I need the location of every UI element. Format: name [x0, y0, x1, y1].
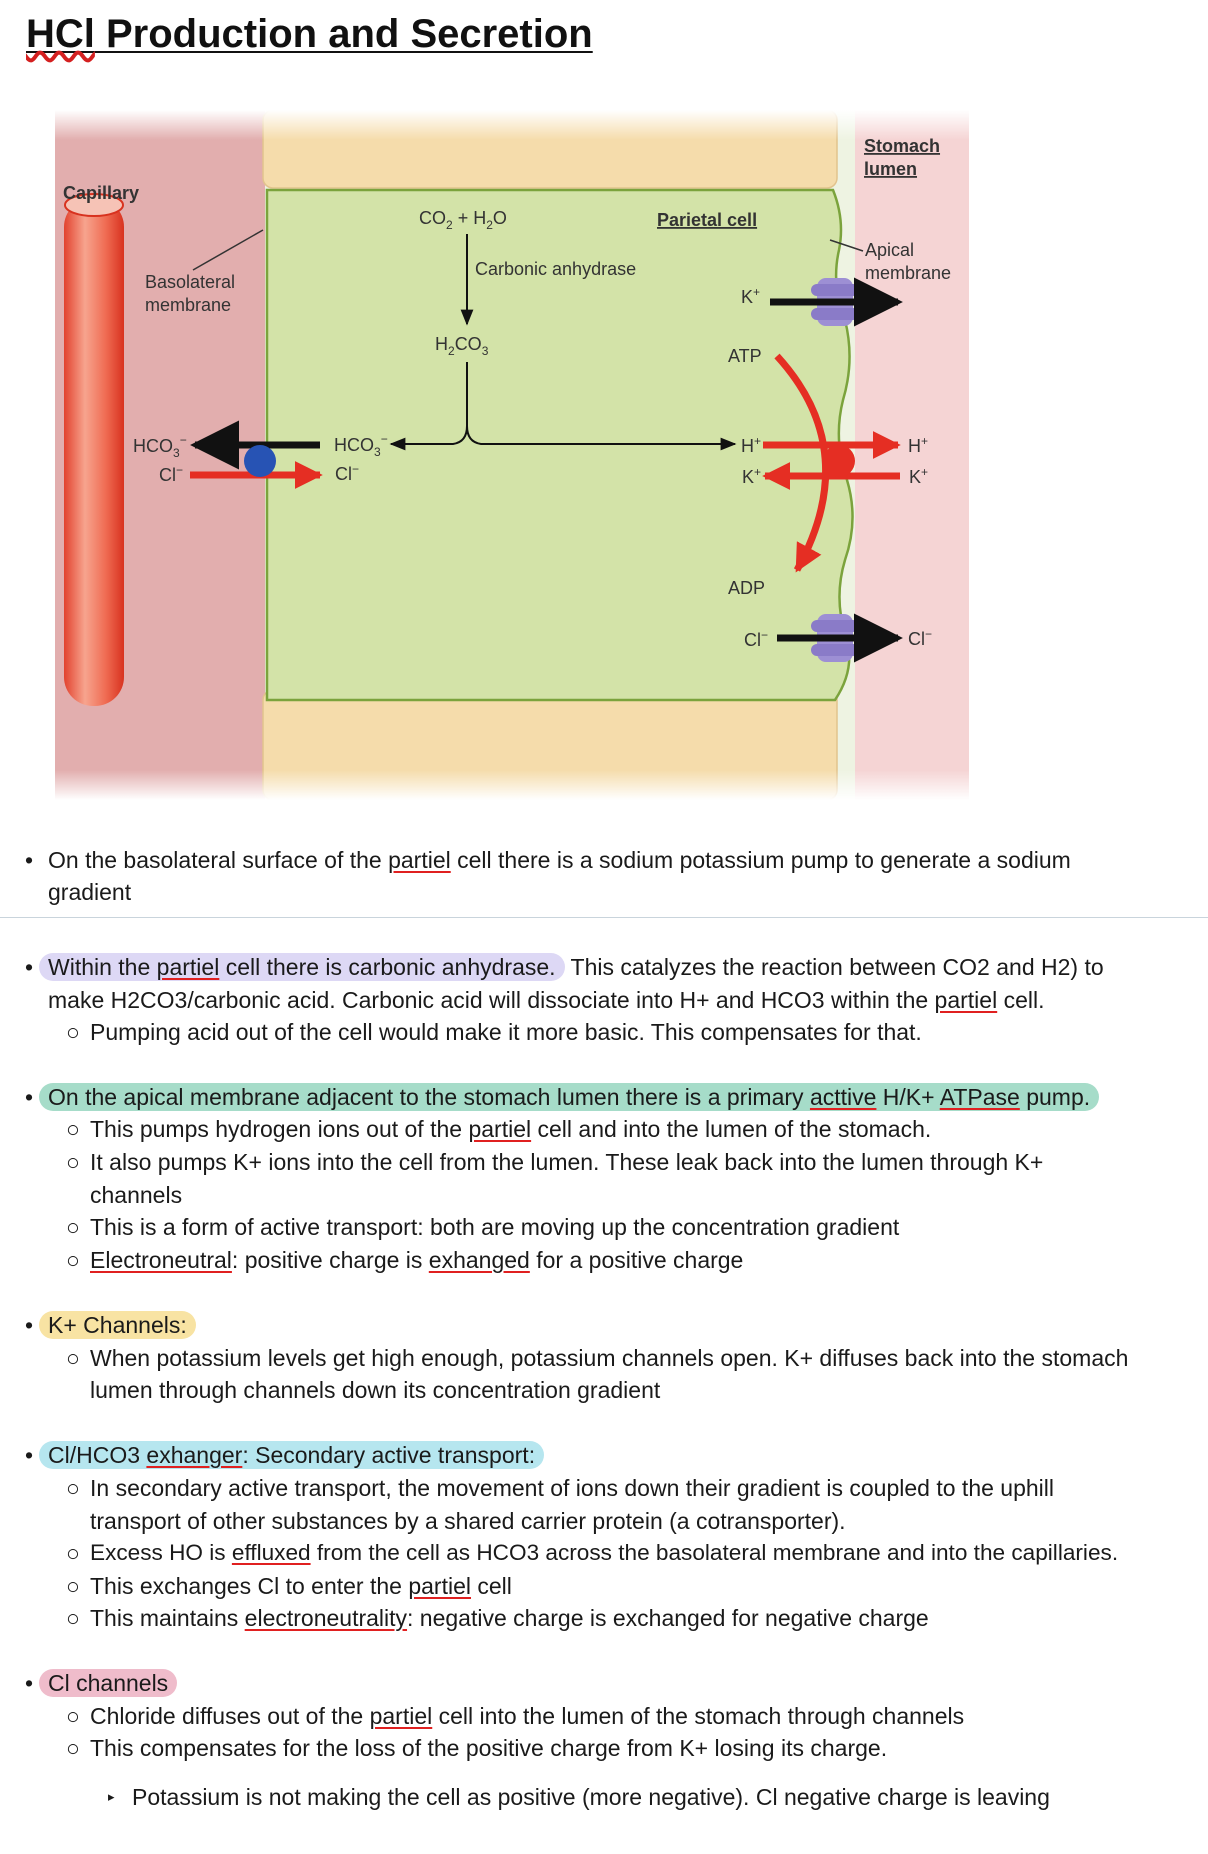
note-pumps-potassium-cont: channels	[90, 1182, 183, 1208]
capillary-label: Capillary	[63, 183, 139, 203]
h-k-atpase-pump	[823, 445, 855, 477]
note-carbonic-anhydrase: Within the partiel cell there is carboni…	[39, 953, 1104, 981]
note-cl-channels: Cl channels	[39, 1669, 178, 1697]
title-rest: Production and Secretion	[94, 12, 593, 56]
sub-bullet: ○	[66, 1605, 80, 1631]
note-electroneutrality: This maintains electroneutrality: negati…	[90, 1605, 929, 1631]
note-k-channels: K+ Channels:	[39, 1311, 196, 1339]
note-basolateral-pump-cont: gradient	[48, 879, 132, 905]
note-pumps-potassium: It also pumps K+ ions into the cell from…	[90, 1149, 1044, 1175]
stomach-lumen-label-2: lumen	[864, 159, 917, 179]
note-pumping-acid: Pumping acid out of the cell would make …	[90, 1019, 922, 1045]
basolateral-label-1: Basolateral	[145, 272, 235, 292]
carbonic-anhydrase-label: Carbonic anhydrase	[475, 259, 636, 279]
sub-bullet: ○	[66, 1703, 80, 1729]
bullet-dot: •	[25, 1084, 34, 1110]
page-title: HCl Production and Secretion	[26, 12, 593, 57]
note-basolateral-pump: On the basolateral surface of the partie…	[48, 847, 1071, 873]
adp-label: ADP	[728, 578, 765, 598]
sub-bullet: ○	[66, 1214, 80, 1240]
highlight-carbonic-anhydrase: Within the partiel cell there is carboni…	[39, 953, 565, 981]
hcl-secretion-diagram: Capillary Basolateral membrane Stomach l…	[55, 110, 969, 800]
basolateral-label-2: membrane	[145, 295, 231, 315]
h-inner-label: H+	[741, 434, 761, 456]
note-secondary-transport-cont: transport of other substances by a share…	[90, 1508, 846, 1534]
bullet-dot: •	[25, 847, 34, 873]
note-chloride-diffuses: Chloride diffuses out of the partiel cel…	[90, 1703, 965, 1729]
highlight-cl-channels: Cl channels	[39, 1669, 178, 1697]
bullet-dot: •	[25, 1442, 34, 1468]
bullet-dot: •	[25, 954, 34, 980]
h-lumen-label: H+	[908, 434, 928, 456]
sub-bullet: ○	[66, 1735, 80, 1761]
sub-bullet: ○	[66, 1116, 80, 1142]
note-exchanges-cl: This exchanges Cl to enter the partiel c…	[90, 1573, 512, 1599]
note-potassium-levels-cont: lumen through channels down its concentr…	[90, 1377, 661, 1403]
sub-bullet: ○	[66, 1247, 80, 1273]
sub-bullet: ○	[66, 1573, 80, 1599]
note-potassium-levels: When potassium levels get high enough, p…	[90, 1345, 1129, 1371]
capillary-tube	[64, 198, 124, 706]
highlight-exchanger: Cl/HCO3 exhanger: Secondary active trans…	[39, 1441, 545, 1469]
cl-lumen-label: Cl−	[908, 627, 932, 649]
note-compensates: This compensates for the loss of the pos…	[90, 1735, 888, 1761]
apical-label-1: Apical	[865, 240, 914, 260]
parietal-cell-label: Parietal cell	[657, 210, 757, 230]
bullet-dot: •	[25, 1312, 34, 1338]
note-active-transport: This is a form of active transport: both…	[90, 1214, 900, 1240]
sub-bullet: ○	[66, 1475, 80, 1501]
sub-bullet: ○	[66, 1019, 80, 1045]
inner-hco3-label: HCO3−	[334, 432, 388, 459]
outer-cl-label: Cl−	[159, 463, 183, 485]
dissociation-line-h	[466, 425, 737, 451]
title-hcl: HCl	[26, 12, 95, 56]
note-excess-ho: Excess HO is effluxed from the cell as H…	[90, 1540, 1119, 1565]
stomach-lumen-label-1: Stomach	[864, 136, 940, 156]
k-channel-inner-label: K+	[741, 285, 760, 307]
note-apical-pump: On the apical membrane adjacent to the s…	[39, 1083, 1100, 1111]
note-potassium-positive: Potassium is not making the cell as posi…	[132, 1784, 1050, 1810]
divider	[0, 917, 1208, 918]
k-lumen-label: K+	[909, 465, 928, 487]
note-pumps-hydrogen: This pumps hydrogen ions out of the part…	[90, 1116, 932, 1142]
k-inner-label: K+	[742, 465, 761, 487]
highlight-k-channels: K+ Channels:	[39, 1311, 196, 1339]
sub-sub-bullet: ▸	[108, 1789, 115, 1804]
co2-h2o-label: CO2 + H2O	[419, 208, 507, 232]
atp-label: ATP	[728, 346, 762, 366]
note-secondary-transport: In secondary active transport, the movem…	[90, 1475, 1054, 1501]
basolateral-pointer	[192, 229, 264, 271]
note-cl-hco3-exchanger: Cl/HCO3 exhanger: Secondary active trans…	[39, 1441, 545, 1469]
note-carbonic-acid: make H2CO3/carbonic acid. Carbonic acid …	[48, 987, 1045, 1013]
cl-channel-inner-label: Cl−	[744, 628, 768, 650]
note-electroneutral: Electroneutral: positive charge is exhan…	[90, 1247, 744, 1273]
inner-cl-label: Cl−	[335, 462, 359, 484]
sub-bullet: ○	[66, 1345, 80, 1371]
highlight-apical-pump: On the apical membrane adjacent to the s…	[39, 1083, 1100, 1111]
h2co3-label: H2CO3	[435, 334, 489, 358]
apical-pointer	[829, 239, 864, 252]
capillary-opening	[64, 193, 124, 217]
sub-bullet: ○	[66, 1540, 80, 1566]
outer-hco3-label: HCO3−	[133, 433, 187, 460]
cl-hco3-exchanger	[244, 445, 276, 477]
bullet-dot: •	[25, 1670, 34, 1696]
sub-bullet: ○	[66, 1149, 80, 1175]
